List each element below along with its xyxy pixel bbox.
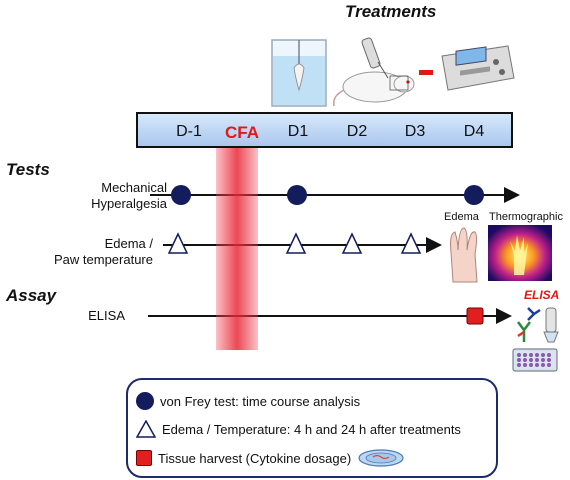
microplate-icon <box>512 348 558 372</box>
legend-row-square: Tissue harvest (Cytokine dosage) <box>136 448 405 468</box>
day-label-d4: D4 <box>463 123 485 140</box>
antibody-icon <box>517 307 559 343</box>
day-label-cfa: CFA <box>225 123 259 142</box>
triangle-marker-icon <box>167 232 189 254</box>
row-label-line: Mechanical <box>101 180 167 195</box>
rat-injection-icon <box>332 37 415 107</box>
legend-square-text: Tissue harvest (Cytokine dosage) <box>158 450 352 466</box>
separator-dash <box>419 70 433 75</box>
cfa-highlight-column <box>216 148 258 350</box>
thermographic-label: Thermographic <box>489 211 563 223</box>
legend-triangle-text: Edema / Temperature: 4 h and 24 h after … <box>162 421 461 437</box>
row-label-line: Hyperalgesia <box>91 196 167 211</box>
petri-dish-icon <box>358 449 404 467</box>
circle-marker-icon <box>171 185 191 205</box>
edema-label: Edema <box>444 211 479 223</box>
assay-title: Assay <box>6 286 57 305</box>
timeline-bar: D-1 CFA D1 D2 D3 D4 <box>136 112 513 148</box>
thermographic-paw-icon <box>488 225 552 281</box>
circle-marker-icon <box>464 185 484 205</box>
stimulator-device-icon <box>441 45 515 91</box>
day-label-d1: D1 <box>287 123 309 140</box>
row-label-edema-paw-temperature: Edema / Paw temperature <box>54 236 153 268</box>
legend: von Frey test: time course analysis Edem… <box>126 378 498 478</box>
day-label-d2: D2 <box>346 123 368 140</box>
day-label-d-minus-1: D-1 <box>176 123 202 140</box>
row-label-elisa: ELISA <box>88 308 125 323</box>
legend-row-circle: von Frey test: time course analysis <box>136 392 360 410</box>
treatments-title: Treatments <box>345 2 437 21</box>
square-marker-icon <box>136 450 152 466</box>
circle-marker-icon <box>136 392 154 410</box>
triangle-marker-icon <box>136 420 156 438</box>
paw-icon <box>450 227 478 283</box>
legend-row-triangle: Edema / Temperature: 4 h and 24 h after … <box>136 420 461 438</box>
tests-title: Tests <box>6 160 50 179</box>
elisa-label: ELISA <box>524 288 560 302</box>
circle-marker-icon <box>287 185 307 205</box>
square-marker-icon <box>466 307 484 325</box>
row-label-line: Paw temperature <box>54 252 153 267</box>
legend-circle-text: von Frey test: time course analysis <box>160 393 361 409</box>
triangle-marker-icon <box>341 232 363 254</box>
triangle-marker-icon <box>400 232 422 254</box>
row-label-line: Edema / <box>104 236 153 251</box>
water-tank-icon <box>271 39 327 107</box>
day-label-d3: D3 <box>404 123 426 140</box>
row-label-mechanical-hyperalgesia: Mechanical Hyperalgesia <box>91 180 167 212</box>
triangle-marker-icon <box>285 232 307 254</box>
